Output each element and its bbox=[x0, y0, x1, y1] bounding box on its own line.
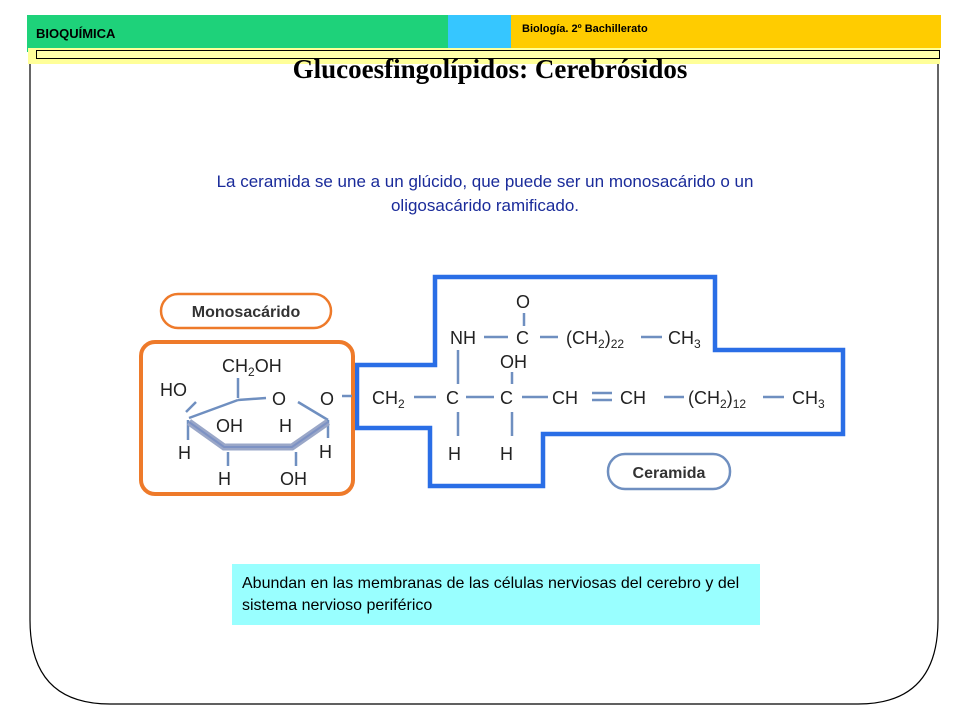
sugar-h-right: H bbox=[319, 442, 332, 462]
header-subject: BIOQUÍMICA bbox=[36, 26, 116, 41]
page-title: Glucoesfingolípidos: Cerebrósidos bbox=[292, 54, 688, 84]
sugar-ring-base bbox=[186, 419, 330, 451]
ceramide-nh: NH bbox=[450, 328, 476, 348]
ceramide-fatty-chain: (CH2)22 bbox=[566, 328, 624, 351]
sugar-h-left: H bbox=[178, 443, 191, 463]
sugar-ho: HO bbox=[160, 380, 187, 400]
ceramide-carbonyl-oxygen: O bbox=[516, 292, 530, 312]
sugar-ring-bonds bbox=[185, 378, 352, 466]
ceramide-oh: OH bbox=[500, 352, 527, 372]
ceramide-carbon-2: C bbox=[500, 388, 513, 408]
ceramide-ch-a: CH bbox=[552, 388, 578, 408]
ceramide-ch3-top: CH3 bbox=[668, 328, 701, 351]
note-box: Abundan en las membranas de las células … bbox=[232, 564, 760, 625]
sugar-ch2oh: CH2OH bbox=[222, 356, 282, 379]
sugar-ring-oxygen: O bbox=[272, 389, 286, 409]
monosaccharide-label: Monosacárido bbox=[192, 304, 301, 321]
ceramide-bonds bbox=[414, 313, 784, 436]
ceramide-sphingosine-chain: (CH2)12 bbox=[688, 388, 746, 411]
header-title-band-outline bbox=[36, 50, 940, 59]
sugar-h-inner: H bbox=[279, 416, 292, 436]
sugar-oh-bottom: OH bbox=[280, 469, 307, 489]
ceramide-carbonyl-carbon: C bbox=[516, 328, 529, 348]
intro-text: La ceramida se une a un glúcido, que pue… bbox=[216, 172, 754, 215]
ceramide-ch3-bottom: CH3 bbox=[792, 388, 825, 411]
monosaccharide-label-box bbox=[159, 292, 333, 330]
header-accent-block bbox=[448, 15, 511, 52]
header-course: Biología. 2º Bachillerato bbox=[522, 23, 648, 35]
glycosidic-oxygen: O bbox=[320, 389, 334, 409]
ceramide-h-1: H bbox=[448, 444, 461, 464]
ceramide-label-box bbox=[606, 452, 732, 491]
ceramide-carbon-1: C bbox=[446, 388, 459, 408]
header-subject-bar bbox=[27, 15, 448, 52]
ceramide-ch-b: CH bbox=[620, 388, 646, 408]
monosaccharide-outline bbox=[139, 340, 355, 496]
ceramide-label: Ceramida bbox=[633, 465, 706, 482]
sugar-oh-inner: OH bbox=[216, 416, 243, 436]
ceramide-h-2: H bbox=[500, 444, 513, 464]
sugar-h-bottom: H bbox=[218, 469, 231, 489]
header-course-bar bbox=[511, 15, 941, 48]
ceramide-outline bbox=[354, 274, 846, 489]
ceramide-ch2: CH2 bbox=[372, 388, 405, 411]
